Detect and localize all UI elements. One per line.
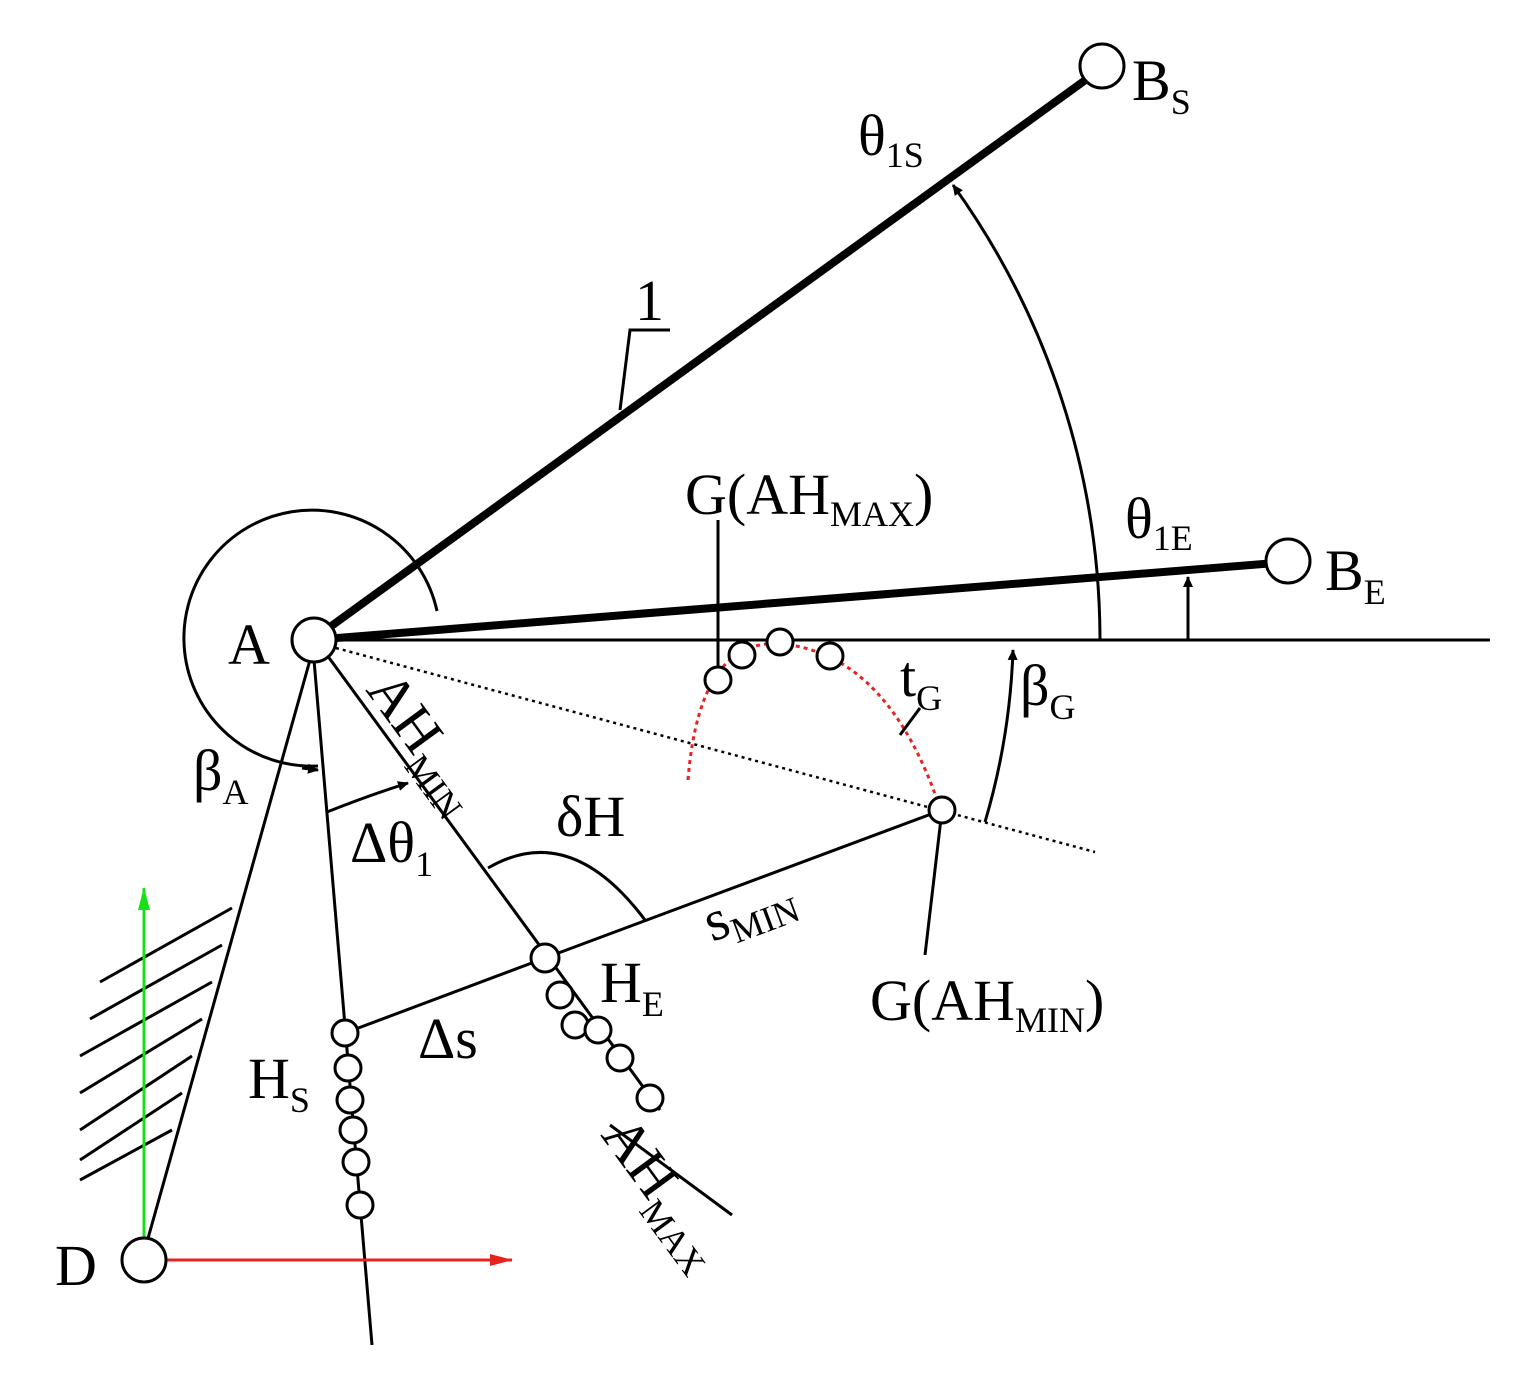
label-delta-h: δH (556, 784, 625, 849)
ah-max-line (609, 1123, 733, 1217)
beta-g-arc (983, 649, 1018, 823)
label-delta-s: Δs (418, 1006, 478, 1071)
label-beta-a: βA (193, 738, 249, 812)
t-g-leader (898, 707, 922, 736)
ground-link-a-d (145, 659, 312, 1243)
joint-bs (1078, 42, 1126, 90)
beta-a-arc (182, 508, 439, 768)
label-s-min: sMIN (694, 861, 805, 959)
label-g-ah-max: G(AHMAX) (685, 462, 933, 534)
beta-a-arrowhead (301, 763, 319, 774)
ground-hatching (79, 906, 233, 1182)
theta-1s-arc (951, 184, 1102, 641)
label-a: A (228, 612, 270, 677)
line-a-hs (312, 659, 374, 1346)
joint-d (120, 1236, 168, 1284)
hs-positions (330, 1018, 375, 1220)
g-ah-min-leader (923, 809, 944, 956)
label-bs: BS (1132, 48, 1191, 122)
label-d: D (55, 1233, 97, 1298)
delta-theta-1-arc (326, 781, 409, 814)
link-1-start-position (309, 64, 1105, 644)
g-positions (703, 627, 845, 695)
delta-s-line (344, 956, 546, 1035)
he-positions (529, 942, 665, 1113)
label-theta-1e: θ1E (1125, 486, 1193, 558)
joint-a (290, 616, 338, 664)
label-he: HE (600, 950, 664, 1024)
label-delta-theta-1: Δθ1 (350, 810, 433, 884)
link-1-leader (618, 328, 670, 411)
label-ah-min: AHMIN (347, 659, 498, 827)
dotted-guide-line (335, 646, 1096, 854)
label-be: BE (1325, 538, 1386, 612)
label-hs: HS (248, 1046, 310, 1120)
joint-g-ah-min (927, 795, 957, 825)
delta-h-arc (487, 850, 647, 921)
label-t-g: tG (900, 644, 942, 718)
label-beta-g: βG (1020, 653, 1076, 727)
label-theta-1s: θ1S (858, 103, 924, 175)
label-link-1: 1 (635, 268, 664, 333)
label-ah-max: AHMAX (582, 1104, 741, 1283)
joint-be (1264, 537, 1312, 585)
link-1-end-position (311, 558, 1289, 644)
s-min-line (544, 808, 943, 960)
label-g-ah-min: G(AHMIN) (870, 968, 1104, 1040)
